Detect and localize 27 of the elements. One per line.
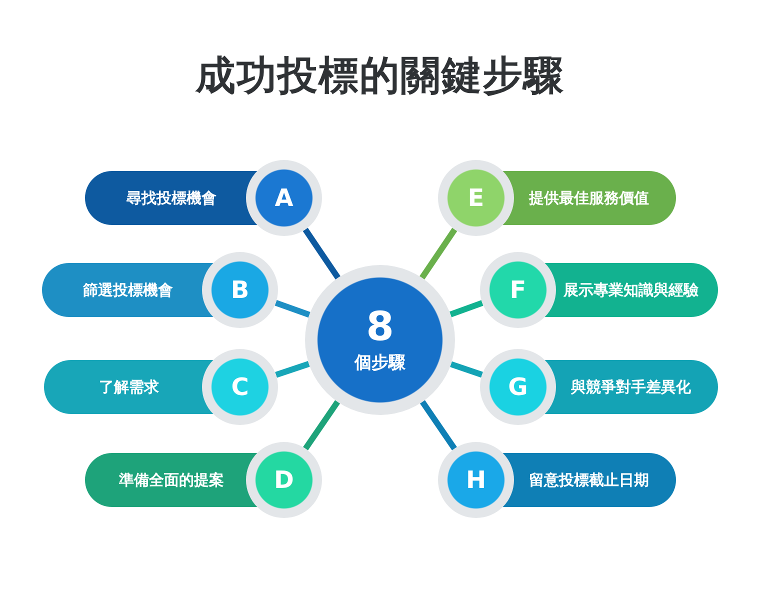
step-label: 了解需求 <box>99 378 159 396</box>
step-letter-badge: A <box>246 160 322 236</box>
connector-line <box>274 300 310 318</box>
connector-line <box>420 400 457 450</box>
connector-line <box>275 361 310 378</box>
center-label: 個步驟 <box>354 352 406 374</box>
connector-line <box>303 400 340 450</box>
step-letter-badge: C <box>202 349 278 425</box>
step-letter-badge: F <box>480 252 556 328</box>
step-letter-badge: H <box>438 442 514 518</box>
step-label: 準備全面的提案 <box>119 470 224 490</box>
connector-line <box>420 228 458 280</box>
step-letter-badge: B <box>202 252 278 328</box>
step-label: 展示專業知識與經驗 <box>564 280 698 300</box>
step-label: 篩選投標機會 <box>83 280 173 300</box>
connector-line <box>302 228 340 280</box>
step-label: 與競爭對手差異化 <box>571 378 691 396</box>
step-label: 提供最佳服務價值 <box>529 188 649 208</box>
step-count: 8 <box>366 306 394 346</box>
step-letter-badge: D <box>246 442 322 518</box>
title: 成功投標的關鍵步驟 <box>194 52 566 101</box>
step-label: 尋找投標機會 <box>126 188 216 208</box>
connector-line <box>450 361 483 378</box>
connector-line <box>450 300 484 318</box>
step-letter-badge: E <box>438 160 514 236</box>
step-label: 留意投標截止日期 <box>529 470 649 490</box>
step-letter-badge: G <box>480 349 556 425</box>
